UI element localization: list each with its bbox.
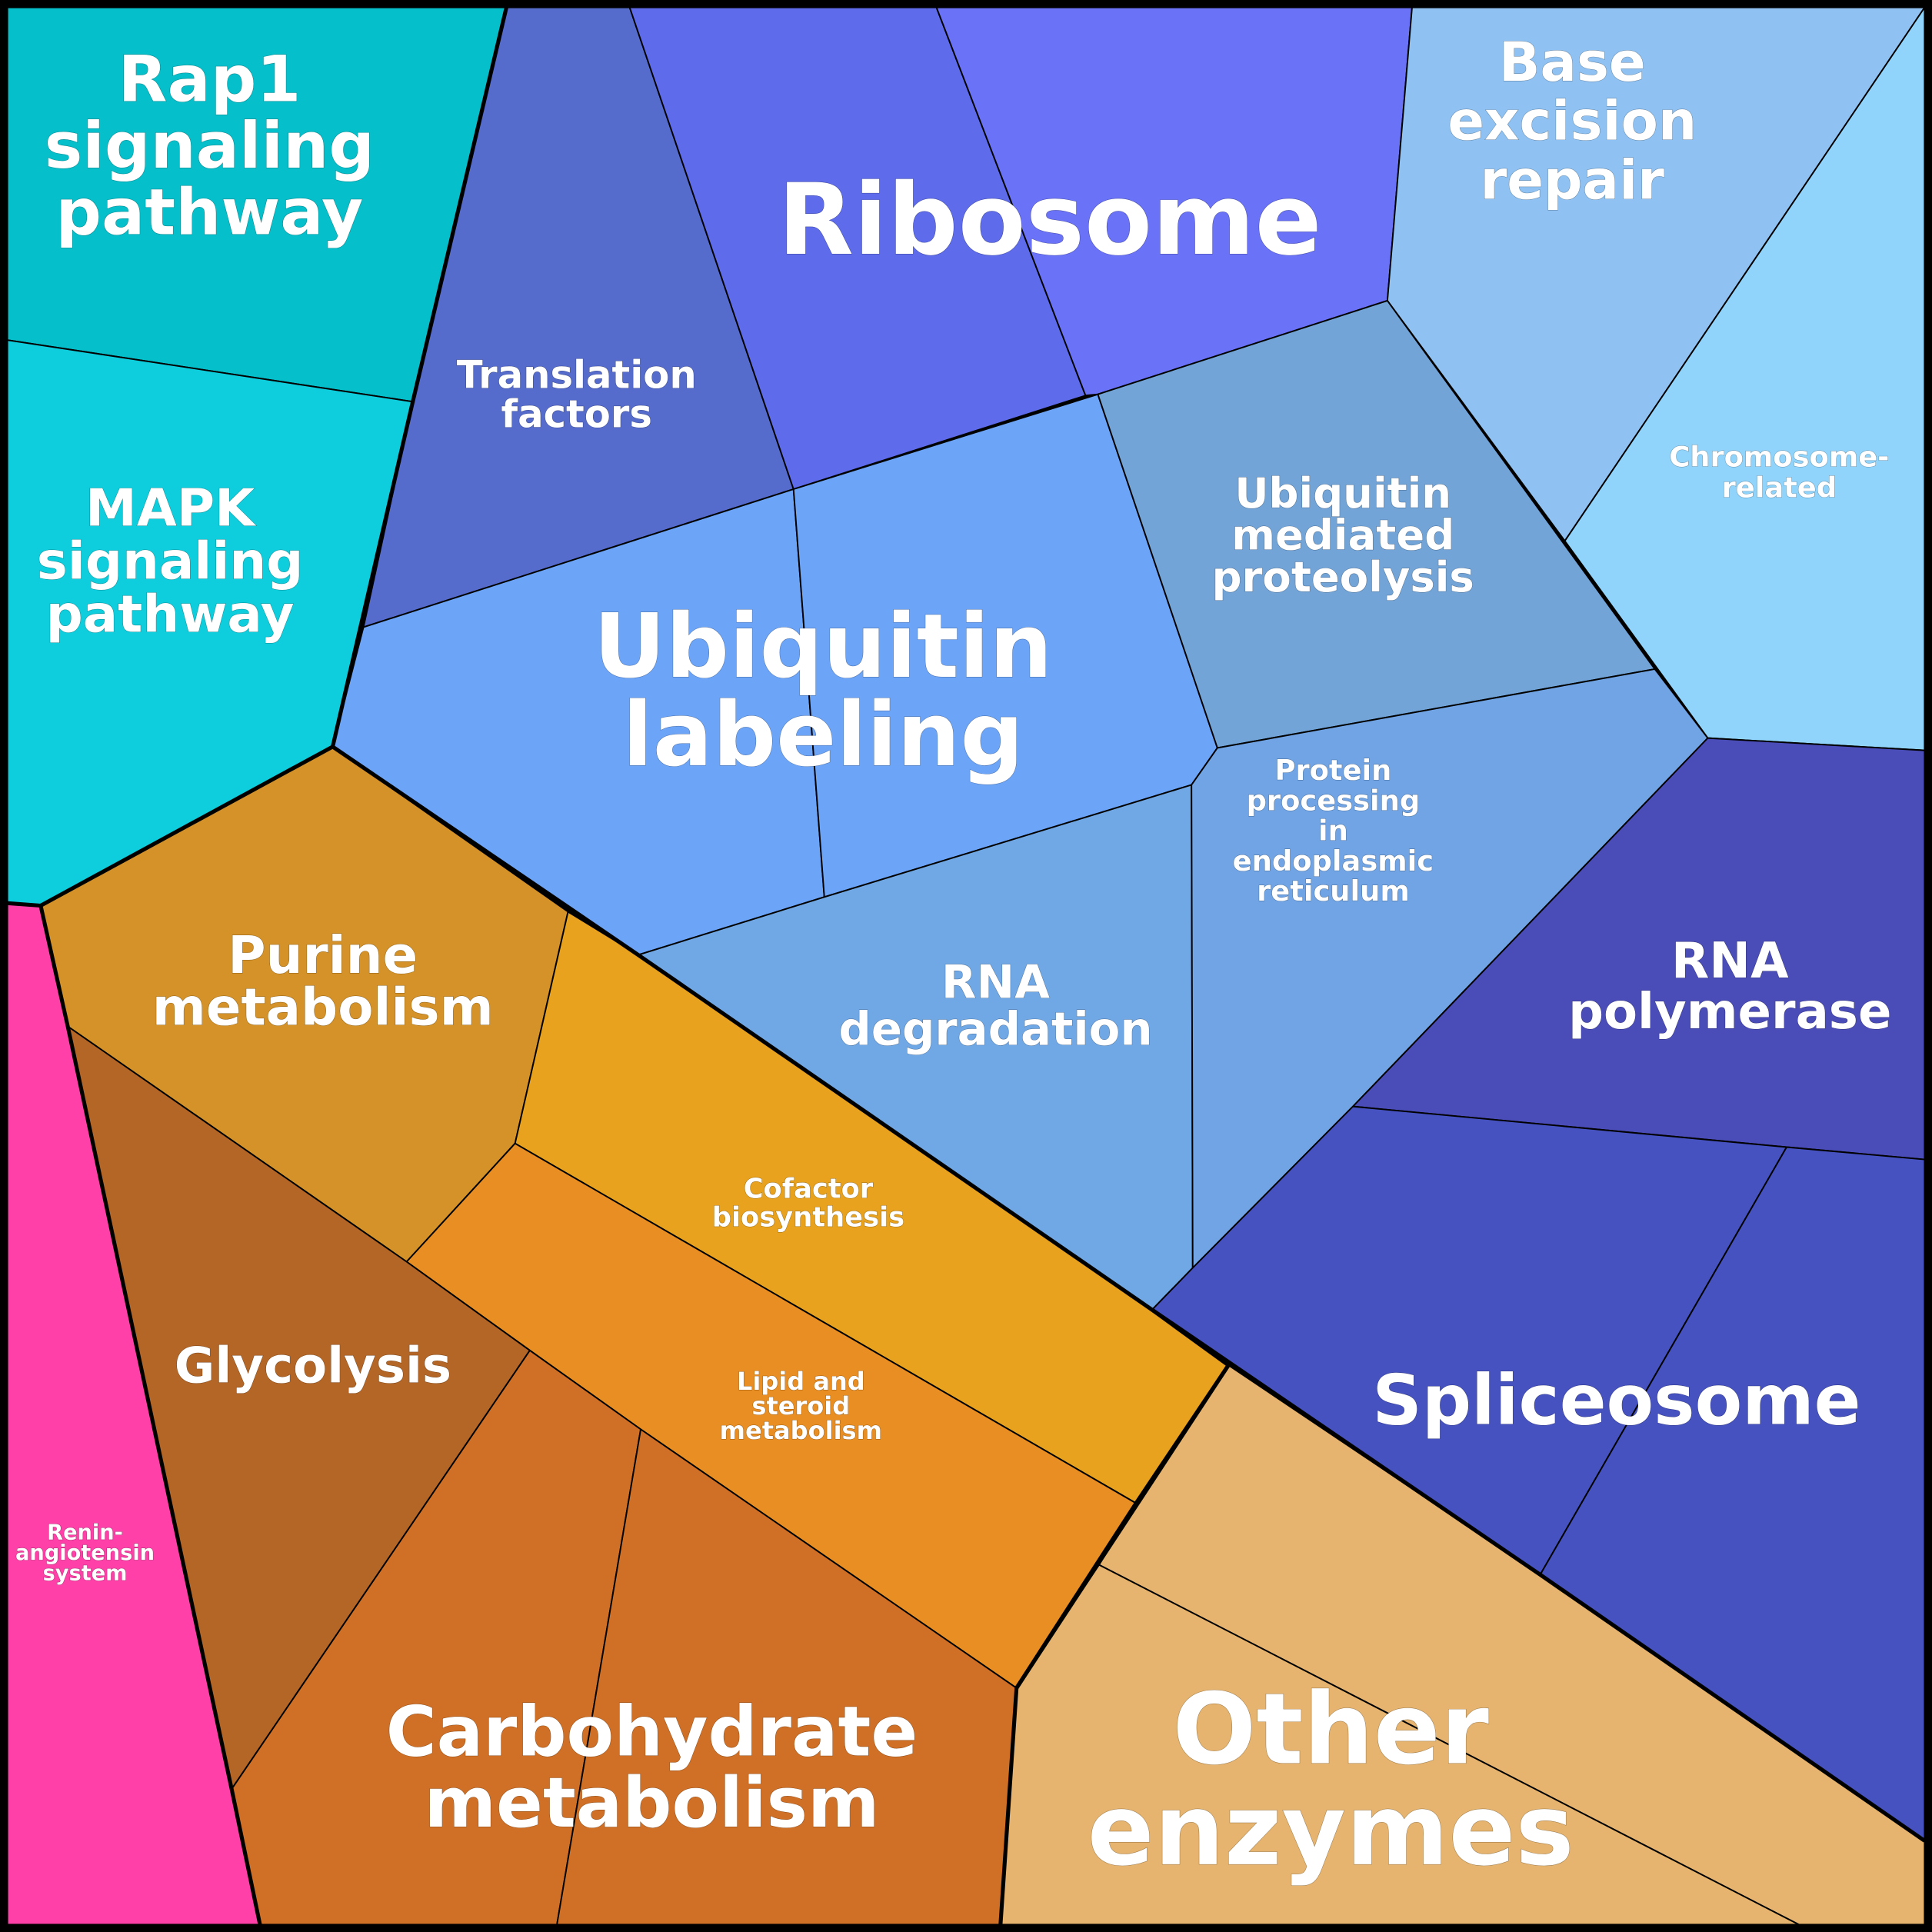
- label-line: Rap1: [118, 42, 301, 117]
- label-line: factors: [501, 392, 652, 437]
- label-chromosome-related: Chromosome-related: [1669, 440, 1889, 504]
- label-line: Cofactor: [744, 1174, 874, 1205]
- label-line: enzymes: [1088, 1774, 1574, 1888]
- label-line: excision: [1447, 90, 1697, 153]
- label-line: biosynthesis: [712, 1201, 904, 1233]
- label-line: Ribosome: [778, 163, 1321, 278]
- label-spliceosome: Spliceosome: [1372, 1361, 1860, 1441]
- label-line: pathway: [46, 584, 295, 644]
- label-line: MAPK: [85, 478, 257, 538]
- label-line: Spliceosome: [1372, 1361, 1860, 1441]
- label-line: mediated: [1231, 510, 1454, 559]
- label-line: polymerase: [1568, 984, 1891, 1041]
- label-line: repair: [1480, 149, 1664, 212]
- label-line: Protein: [1274, 754, 1391, 787]
- group-border-genetic: [1151, 1307, 1926, 1843]
- label-line: Ubiquitin: [594, 595, 1053, 698]
- label-line: Renin-: [47, 1521, 123, 1545]
- label-line: RNA: [941, 956, 1050, 1009]
- label-line: Purine: [228, 925, 418, 985]
- label-line: pathway: [55, 175, 363, 250]
- label-line: Other: [1172, 1673, 1489, 1787]
- label-line: labeling: [622, 684, 1024, 787]
- group-border-renin: [38, 904, 262, 1925]
- label-line: angiotensin: [15, 1541, 155, 1565]
- label-line: steroid: [751, 1391, 850, 1421]
- label-line: degradation: [838, 1002, 1152, 1055]
- label-line: Glycolysis: [175, 1337, 451, 1394]
- label-line: metabolism: [720, 1416, 882, 1445]
- label-line: proteolysis: [1212, 552, 1474, 601]
- label-line: Lipid and: [737, 1367, 865, 1396]
- group-border-other: [1014, 1364, 1231, 1690]
- label-line: Carbohydrate: [386, 1692, 918, 1772]
- label-line: Ubiquitin: [1234, 468, 1451, 518]
- label-line: metabolism: [425, 1764, 880, 1844]
- label-line: Base: [1499, 31, 1646, 94]
- label-glycolysis: Glycolysis: [175, 1337, 451, 1394]
- label-ribosome: Ribosome: [778, 163, 1321, 278]
- label-line: RNA: [1671, 933, 1789, 990]
- label-line: Translation: [457, 352, 697, 397]
- label-line: in: [1318, 814, 1348, 848]
- label-line: system: [43, 1562, 128, 1586]
- label-line: endoplasmic: [1233, 844, 1434, 878]
- label-line: signaling: [45, 108, 375, 183]
- label-line: signaling: [37, 531, 304, 591]
- label-line: Chromosome-: [1669, 440, 1889, 473]
- label-line: reticulum: [1257, 874, 1410, 908]
- label-line: metabolism: [152, 977, 494, 1037]
- label-line: related: [1722, 471, 1837, 505]
- label-line: processing: [1247, 784, 1421, 817]
